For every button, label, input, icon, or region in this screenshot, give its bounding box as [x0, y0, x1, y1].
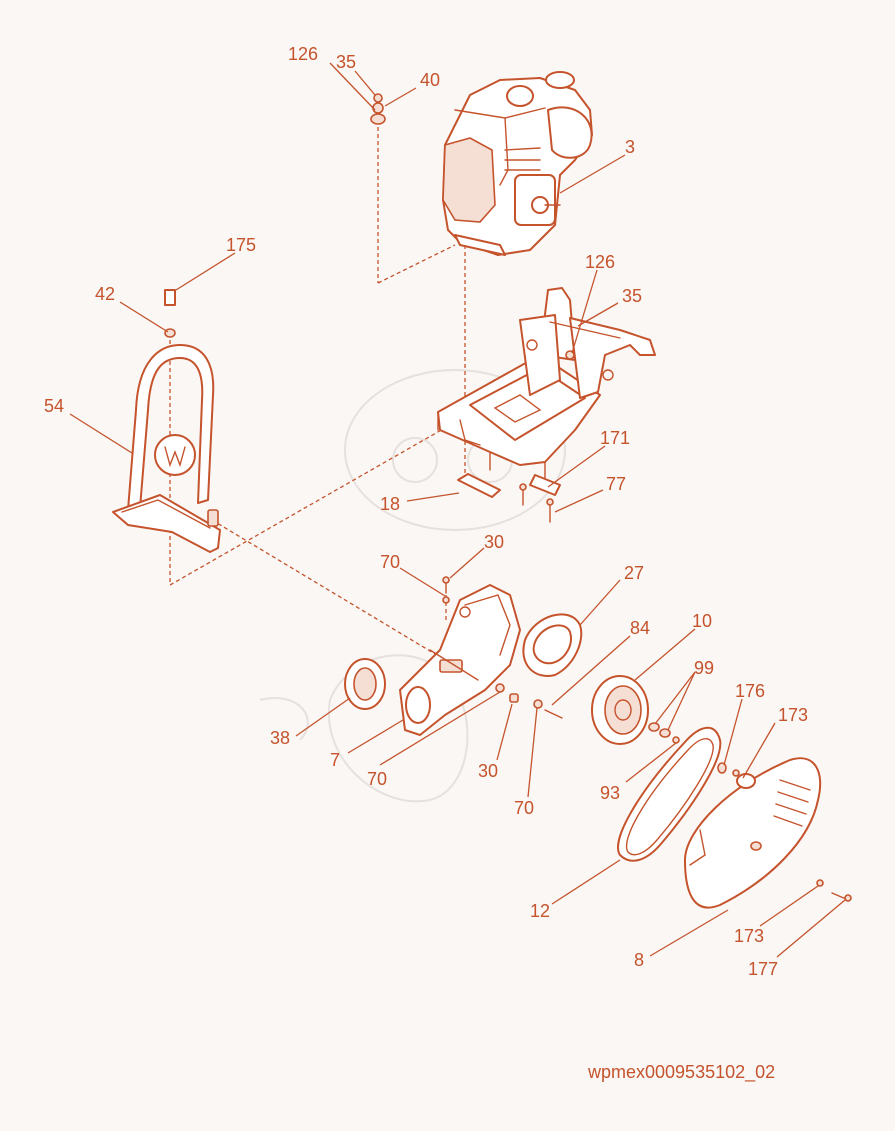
callout-173-bottom: 173	[734, 926, 764, 946]
pulley-part	[591, 675, 649, 745]
callout-177: 177	[748, 959, 778, 979]
callout-70-top: 70	[380, 552, 400, 572]
callout-35-frame: 35	[622, 286, 642, 306]
callout-126: 126	[288, 44, 318, 64]
belt-guard-front-part	[684, 757, 822, 909]
callout-77: 77	[606, 474, 626, 494]
callout-labels: 126 35 40 3 175 42 126 35 54 171 77 18 7…	[44, 44, 808, 979]
callout-40: 40	[420, 70, 440, 90]
callout-12: 12	[530, 901, 550, 921]
callout-126-frame: 126	[585, 252, 615, 272]
belt-part	[617, 726, 722, 862]
callout-42: 42	[95, 284, 115, 304]
callout-99: 99	[694, 658, 714, 678]
callout-93: 93	[600, 783, 620, 803]
seal-part	[344, 658, 386, 710]
small-hardware	[442, 576, 563, 719]
diagram-id-label: wpmex0009535102_02	[588, 1062, 776, 1082]
engine-part	[442, 71, 593, 256]
handle-part	[112, 289, 221, 553]
plate-part	[457, 473, 501, 498]
callout-30-mid: 30	[478, 761, 498, 781]
callout-171: 171	[600, 428, 630, 448]
belt-guard-back-part	[399, 584, 521, 736]
guard-hardware	[717, 762, 852, 902]
pulley-hardware	[648, 722, 680, 744]
gasket-part	[522, 613, 583, 677]
callout-8: 8	[634, 950, 644, 970]
callout-54: 54	[44, 396, 64, 416]
callout-27: 27	[624, 563, 644, 583]
callout-176: 176	[735, 681, 765, 701]
callout-18: 18	[380, 494, 400, 514]
callout-173-top: 173	[778, 705, 808, 725]
frame-part	[437, 287, 656, 481]
callout-70-low: 70	[514, 798, 534, 818]
leader-lines	[69, 62, 846, 958]
callout-70-mid: 70	[367, 769, 387, 789]
callout-38: 38	[270, 728, 290, 748]
bracket-hardware	[519, 474, 561, 523]
callout-10: 10	[692, 611, 712, 631]
watermark-mascot	[259, 369, 566, 803]
callout-7: 7	[330, 750, 340, 770]
callout-35: 35	[336, 52, 356, 72]
callout-175: 175	[226, 235, 256, 255]
hardware-engine-mount	[370, 93, 386, 125]
assembly-dashed-lines	[169, 120, 466, 661]
callout-84: 84	[630, 618, 650, 638]
callout-30-top: 30	[484, 532, 504, 552]
callout-3: 3	[625, 137, 635, 157]
